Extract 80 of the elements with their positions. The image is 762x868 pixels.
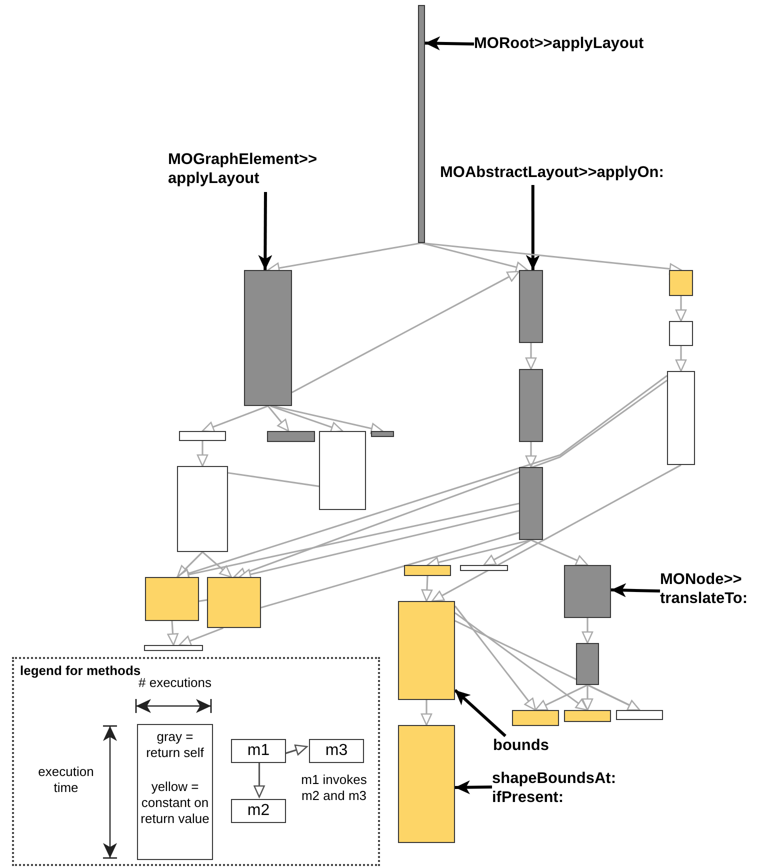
call-arrow [202,405,268,432]
call-arrow [582,618,594,644]
method-bar [519,467,543,540]
connector-line [260,532,520,608]
method-bar [145,577,199,621]
call-arrow [426,539,532,568]
method-bar [404,565,451,576]
call-arrow [254,761,265,798]
legend-method-box [137,724,213,860]
method-bar [319,431,366,510]
callout-label: bounds [493,736,555,756]
method-bar [179,431,226,441]
pointer-arrow [258,192,272,270]
pointer-arrow [454,780,492,794]
method-bar [460,565,508,571]
legend-panel [12,657,380,866]
method-bar [669,321,693,346]
method-box: m3 [309,739,364,763]
note-text: m1 invokes m2 and m3 [300,772,368,804]
legend-text: gray = return self [145,729,205,761]
method-bar [669,270,693,296]
call-arrow [530,539,588,566]
call-arrow [454,612,588,711]
dimension-label: execution time [37,764,95,796]
method-bar [564,565,611,618]
method-bar [512,710,559,726]
method-bar [616,710,663,720]
call-arrow [267,406,290,432]
method-bar [244,270,292,406]
callout-label: MOGraphElement>> applyLayout [168,150,363,192]
call-arrow [238,510,520,580]
legend-heading: legend for methods [20,663,141,678]
connector-line [198,599,208,602]
call-arrow [176,551,204,578]
callout-label: MORoot>>applyLayout [474,34,684,54]
method-bar [576,643,599,685]
pointer-arrow [424,36,474,50]
call-arrow [292,270,520,394]
method-bar [267,431,315,442]
method-box: m2 [231,799,286,823]
method-bar [418,5,425,243]
method-bar [371,431,394,437]
call-arrow [178,627,224,646]
call-arrow [454,620,640,711]
call-arrow [432,464,682,602]
method-bar [144,645,203,651]
method-bar [519,270,543,343]
pointer-arrow [526,185,540,270]
connector-line [228,472,320,488]
call-arrow [525,442,537,468]
call-arrow [454,605,536,711]
call-arrow [167,620,178,646]
call-arrow [525,343,537,370]
method-box: m1 [231,739,286,763]
call-arrow [270,405,344,433]
call-arrow [196,441,208,467]
legend-text: yellow = constant on return value [140,779,210,827]
call-arrow [675,346,687,372]
method-bar [207,577,261,628]
method-bar [398,725,455,843]
call-arrow [420,700,432,726]
call-arrow [272,405,384,434]
call-arrow [202,551,232,578]
dimension-label: # executions [138,675,212,691]
call-arrow [582,685,594,711]
callout-label: MOAbstractLayout>>applyOn: [440,163,710,185]
callout-label: MONode>> translateTo: [660,570,760,612]
method-bar [398,601,455,700]
method-bar [519,369,543,442]
method-bar [667,371,695,465]
call-arrow [421,242,528,273]
call-arrow [421,576,433,602]
method-bar [177,466,228,552]
method-bar [564,710,611,722]
call-arrow [534,684,588,711]
call-arrow [483,539,532,566]
pointer-arrow [454,689,506,738]
call-arrow [675,296,687,322]
callout-label: shapeBoundsAt: ifPresent: [492,769,652,811]
pointer-arrow [610,583,660,598]
